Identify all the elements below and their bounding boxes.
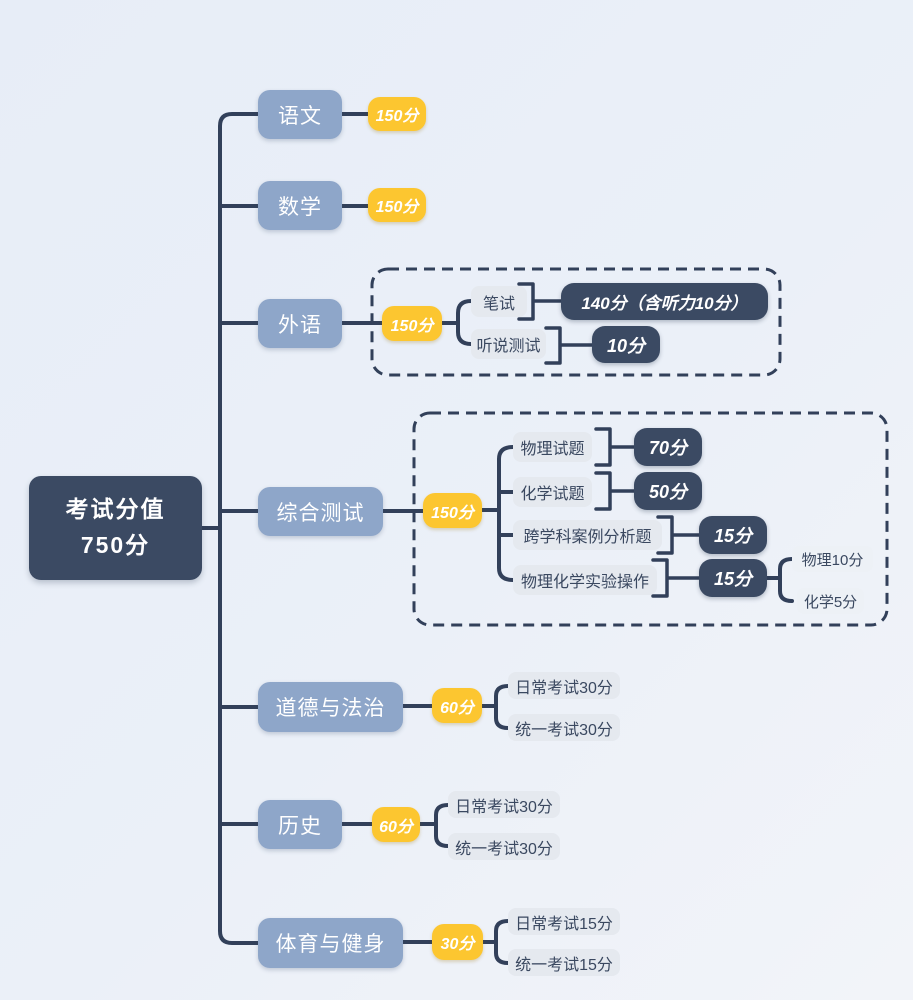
score-listening-speaking-test: 10分: [592, 326, 660, 363]
label-pe-daily-exam: 日常考试15分: [508, 908, 620, 935]
label-physics-questions: 物理试题: [513, 432, 592, 462]
score-badge-history: 60分: [372, 807, 420, 842]
root-title: 考试分值: [65, 496, 166, 523]
subject-history: 历史: [258, 800, 342, 849]
score-badge-morality-law: 60分: [432, 688, 482, 723]
score-physics-chemistry-lab: 15分: [699, 559, 767, 597]
label-physics-chemistry-lab: 物理化学实验操作: [513, 565, 657, 595]
label-morality-unified-exam: 统一考试30分: [508, 714, 620, 741]
label-pe-unified-exam: 统一考试15分: [508, 949, 620, 976]
dashed-box-foreign-language: [370, 267, 782, 377]
score-physics-questions: 70分: [634, 428, 702, 466]
trunk-line: [218, 112, 260, 945]
subject-chinese: 语文: [258, 90, 342, 139]
score-badge-foreign-language: 150分: [382, 306, 442, 341]
root-score: 750分: [80, 532, 151, 558]
subject-morality-law: 道德与法治: [258, 682, 403, 732]
score-written-test: 140分（含听力10分）: [561, 283, 768, 320]
subject-pe-fitness: 体育与健身: [258, 918, 403, 968]
label-history-daily-exam: 日常考试30分: [448, 791, 560, 818]
score-badge-math: 150分: [368, 188, 426, 222]
label-lab-chemistry-points: 化学5分: [797, 588, 864, 614]
score-chemistry-questions: 50分: [634, 472, 702, 510]
label-lab-physics-points: 物理10分: [792, 546, 873, 572]
label-written-test: 笔试: [471, 286, 527, 317]
root-node: 考试分值 750分: [29, 476, 202, 580]
subject-foreign-language: 外语: [258, 299, 342, 348]
score-badge-pe-fitness: 30分: [432, 924, 483, 960]
score-badge-comprehensive-test: 150分: [423, 493, 482, 528]
score-interdisciplinary-case: 15分: [699, 516, 767, 554]
dashed-box-comprehensive: [412, 411, 889, 627]
label-listening-speaking-test: 听说测试: [471, 329, 546, 359]
label-chemistry-questions: 化学试题: [513, 477, 592, 507]
label-morality-daily-exam: 日常考试30分: [508, 672, 620, 699]
subject-comprehensive-test: 综合测试: [258, 487, 383, 536]
subject-math: 数学: [258, 181, 342, 230]
label-interdisciplinary-case: 跨学科案例分析题: [513, 520, 662, 550]
label-history-unified-exam: 统一考试30分: [448, 833, 560, 860]
score-badge-chinese: 150分: [368, 97, 426, 131]
